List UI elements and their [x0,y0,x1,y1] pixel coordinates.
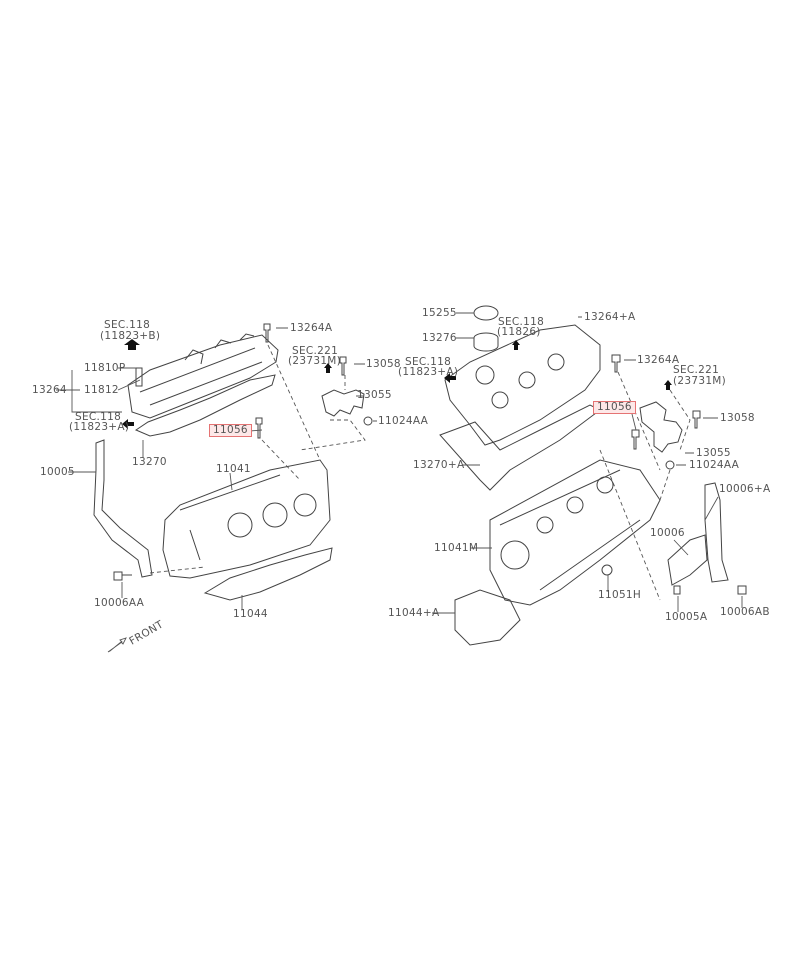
label-10006[interactable]: 10006 [650,527,685,539]
front-arrow-icon [107,637,127,653]
left-bolt-13058 [339,356,347,376]
label-11056-highlighted[interactable]: 11056 [209,424,252,437]
label-15255[interactable]: 15255 [422,307,457,319]
label-sec221[interactable]: SEC.221 [292,345,339,357]
label-10006+A[interactable]: 10006+A [719,483,771,495]
right-bracket-10006 [667,534,708,586]
label-sec118-ref: (11826) [497,326,541,338]
left-gasket-13270 [134,374,276,437]
left-valve-cover [127,333,279,419]
label-10006AB[interactable]: 10006AB [720,606,770,618]
left-arrow-11823A-icon [122,419,134,429]
right-seal-13276 [473,332,499,352]
right-head-gasket-11044A [454,589,521,646]
label-sec118[interactable]: SEC.118 [498,316,545,328]
label-sec221[interactable]: SEC.221 [673,364,720,376]
label-10005[interactable]: 10005 [40,466,75,478]
label-sec118-ref: (11823+B) [100,330,161,342]
label-11041M[interactable]: 11041M [434,542,479,554]
right-arrow-11823A-icon [444,373,456,383]
label-sec118-ref: (11823+A) [69,421,130,433]
right-bolt-10006AB [737,585,747,595]
right-oil-cap-15255 [473,305,499,321]
label-13270+A[interactable]: 13270+A [413,459,465,471]
label-sec221-ref: (23731M) [673,375,727,387]
label-11024AA[interactable]: 11024AA [689,459,740,471]
label-13276[interactable]: 13276 [422,332,457,344]
right-bolt-11056 [631,429,640,450]
label-11044[interactable]: 11044 [233,608,268,620]
label-11044+A[interactable]: 11044+A [388,607,440,619]
label-13270[interactable]: 13270 [132,456,167,468]
left-bolt-13264A [263,323,271,343]
right-bolt-11051H [601,564,613,576]
label-11024AA[interactable]: 11024AA [378,415,429,427]
label-sec118[interactable]: SEC.118 [104,319,151,331]
label-13055[interactable]: 13055 [696,447,731,459]
right-bolt-10005A [673,585,681,595]
right-bolt-13264A [611,354,621,373]
label-10006AA[interactable]: 10006AA [94,597,145,609]
left-head-gasket-11044 [203,547,333,601]
label-13264A[interactable]: 13264A [290,322,333,334]
right-bolt-13058 [692,410,701,429]
label-13058[interactable]: 13058 [720,412,755,424]
label-10005A[interactable]: 10005A [665,611,708,623]
right-arrow-23731M-icon [664,380,672,390]
left-bolt-11056 [255,417,263,439]
label-13055[interactable]: 13055 [357,389,392,401]
label-11041[interactable]: 11041 [216,463,251,475]
label-11056-highlighted[interactable]: 11056 [593,401,636,414]
left-cylinder-head-11041 [162,459,331,579]
left-coil-11810P [135,367,143,387]
label-11810P[interactable]: 11810P [84,362,126,374]
left-seal-11024AA [363,416,373,426]
left-bracket-13055 [321,389,365,417]
label-13264[interactable]: 13264 [32,384,67,396]
left-bracket-10005 [93,439,153,578]
label-13058[interactable]: 13058 [366,358,401,370]
right-cylinder-head-11041M [489,459,661,606]
label-sec221-ref: (23731M) [288,355,342,367]
left-arrow-23731M-icon [324,363,332,373]
right-bracket-10006A [704,482,729,583]
label-sec118-ref: (11823+A) [398,366,459,378]
left-arrow-11823B-icon [124,339,140,350]
right-seal-11024AA [665,460,675,470]
label-13264A[interactable]: 13264A [637,354,680,366]
label-sec118[interactable]: SEC.118 [405,356,452,368]
label-11812[interactable]: 11812 [84,384,119,396]
right-bracket-13055 [639,401,683,453]
label-13264+A[interactable]: 13264+A [584,311,636,323]
label-sec118[interactable]: SEC.118 [75,411,122,423]
right-valve-cover [444,324,601,446]
right-arrow-11826-icon [512,340,520,350]
label-11051H[interactable]: 11051H [598,589,642,601]
left-bolt-10006AA [113,571,132,581]
